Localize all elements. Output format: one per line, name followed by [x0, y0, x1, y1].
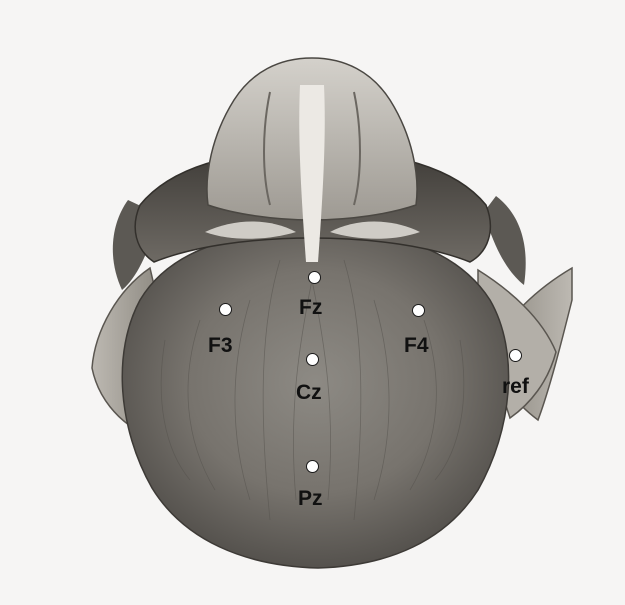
electrode-f3-label: F3	[208, 335, 233, 356]
electrode-f3-marker	[219, 303, 232, 316]
electrode-pz-marker	[306, 460, 319, 473]
electrode-ref-label: ref	[502, 376, 529, 397]
electrode-cz-label: Cz	[296, 382, 322, 403]
electrode-ref-marker	[509, 349, 522, 362]
electrode-cz-marker	[306, 353, 319, 366]
electrode-fz-marker	[308, 271, 321, 284]
electrode-f4-marker	[412, 304, 425, 317]
electrode-pz-label: Pz	[298, 488, 323, 509]
electrode-f4-label: F4	[404, 335, 429, 356]
electrode-fz-label: Fz	[299, 297, 322, 318]
